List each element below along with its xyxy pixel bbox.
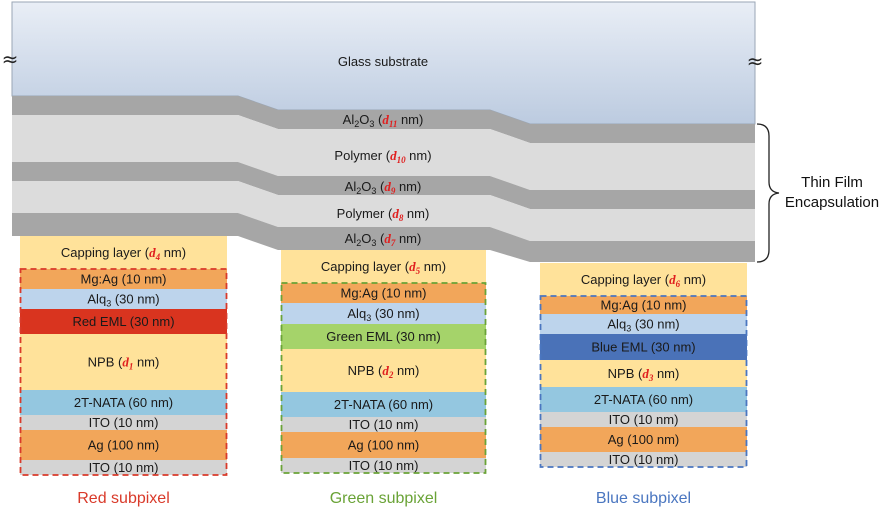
blue-capping-layer bbox=[540, 263, 747, 296]
green-ag-label: Ag (100 nm) bbox=[348, 438, 420, 453]
polymer-label-10: Polymer (d10 nm) bbox=[334, 148, 431, 165]
blue-eml-label: Blue EML (30 nm) bbox=[591, 340, 695, 355]
blue-subpixel-stack: Capping layer (d6 nm) Mg:Ag (10 nm) Alq3 (… bbox=[539, 263, 748, 507]
red-capping-layer bbox=[20, 236, 227, 269]
green-eml-label: Green EML (30 nm) bbox=[326, 329, 440, 344]
blue-eml-layer bbox=[540, 334, 747, 360]
al2o3-label-11: Al2O3 (d11 nm) bbox=[343, 112, 424, 129]
green-tnata-layer bbox=[281, 392, 486, 417]
green-alq3-layer bbox=[281, 303, 486, 324]
al2o3-label-9: Al2O3 (d9 nm) bbox=[345, 179, 422, 196]
red-subpixel-outline bbox=[19, 268, 228, 476]
green-ito-top-label: ITO (10 nm) bbox=[349, 417, 419, 432]
blue-subpixel-outline bbox=[539, 295, 748, 468]
red-ag-label: Ag (100 nm) bbox=[88, 438, 160, 453]
blue-npb-label: NPB (d3 nm) bbox=[608, 366, 680, 383]
red-ito-bottom-layer bbox=[20, 460, 227, 475]
red-alq3-layer bbox=[20, 289, 227, 309]
encapsulation-brace bbox=[756, 123, 780, 263]
red-tnata-label: 2T-NATA (60 nm) bbox=[74, 395, 173, 410]
blue-ito-top-label: ITO (10 nm) bbox=[609, 412, 679, 427]
red-eml-label: Red EML (30 nm) bbox=[72, 314, 174, 329]
red-mgag-layer bbox=[20, 269, 227, 289]
green-ito-top-layer bbox=[281, 417, 486, 432]
green-npb-layer bbox=[281, 349, 486, 392]
subpixel-stacks: Capping layer (d4 nm) Mg:Ag (10 nm) Alq3 (… bbox=[19, 236, 748, 507]
green-subpixel-stack: Capping layer (d5 nm) Mg:Ag (10 nm) Alq3 (… bbox=[280, 250, 487, 507]
red-npb-label: NPB (d1 nm) bbox=[88, 355, 160, 372]
green-alq3-label: Alq3 (30 nm) bbox=[347, 306, 419, 323]
red-mgag-label: Mg:Ag (10 nm) bbox=[81, 272, 167, 287]
thin-film-encapsulation: Al2O3 (d11 nm) Polymer (d10 nm) Al2O3 (d… bbox=[12, 96, 879, 263]
green-capping-label: Capping layer (d5 nm) bbox=[321, 259, 446, 276]
red-subpixel-caption: Red subpixel bbox=[77, 490, 170, 507]
blue-mgag-layer bbox=[540, 296, 747, 314]
blue-alq3-label: Alq3 (30 nm) bbox=[607, 317, 679, 334]
green-subpixel-outline bbox=[280, 282, 487, 474]
red-tnata-layer bbox=[20, 390, 227, 415]
green-ito-bottom-label: ITO (10 nm) bbox=[349, 458, 419, 473]
blue-tnata-label: 2T-NATA (60 nm) bbox=[594, 392, 693, 407]
blue-npb-layer bbox=[540, 360, 747, 387]
break-mark-left: ≈ bbox=[2, 47, 19, 71]
red-npb-layer bbox=[20, 334, 227, 390]
blue-alq3-layer bbox=[540, 314, 747, 334]
red-capping-label: Capping layer (d4 nm) bbox=[61, 245, 186, 262]
blue-ag-layer bbox=[540, 427, 747, 452]
blue-ag-label: Ag (100 nm) bbox=[608, 432, 680, 447]
encapsulation-label-line2: Encapsulation bbox=[785, 194, 879, 211]
al2o3-layer-11 bbox=[12, 96, 755, 143]
polymer-label-8: Polymer (d8 nm) bbox=[337, 206, 430, 223]
blue-ito-bottom-label: ITO (10 nm) bbox=[609, 452, 679, 467]
polymer-layer-10 bbox=[12, 115, 755, 190]
encapsulation-label-line1: Thin Film bbox=[801, 174, 863, 191]
red-ito-top-label: ITO (10 nm) bbox=[89, 415, 159, 430]
red-ag-layer bbox=[20, 430, 227, 460]
green-eml-layer bbox=[281, 324, 486, 349]
blue-mgag-label: Mg:Ag (10 nm) bbox=[601, 298, 687, 313]
polymer-layer-8 bbox=[12, 181, 755, 241]
red-ito-bottom-label: ITO (10 nm) bbox=[89, 460, 159, 475]
green-capping-layer bbox=[281, 250, 486, 283]
al2o3-layer-9 bbox=[12, 162, 755, 209]
green-mgag-label: Mg:Ag (10 nm) bbox=[341, 286, 427, 301]
red-alq3-label: Alq3 (30 nm) bbox=[87, 292, 159, 309]
al2o3-label-7: Al2O3 (d7 nm) bbox=[345, 231, 422, 248]
green-mgag-layer bbox=[281, 283, 486, 303]
blue-subpixel-caption: Blue subpixel bbox=[596, 490, 691, 507]
glass-substrate-label: Glass substrate bbox=[338, 54, 428, 69]
green-subpixel-caption: Green subpixel bbox=[330, 490, 438, 507]
green-tnata-label: 2T-NATA (60 nm) bbox=[334, 397, 433, 412]
blue-capping-label: Capping layer (d6 nm) bbox=[581, 272, 706, 289]
blue-ito-bottom-layer bbox=[540, 452, 747, 467]
green-npb-label: NPB (d2 nm) bbox=[348, 363, 420, 380]
red-ito-top-layer bbox=[20, 415, 227, 430]
green-ito-bottom-layer bbox=[281, 458, 486, 473]
break-mark-right: ≈ bbox=[747, 49, 764, 73]
green-ag-layer bbox=[281, 432, 486, 458]
red-eml-layer bbox=[20, 309, 227, 334]
al2o3-layer-7 bbox=[12, 213, 755, 262]
blue-ito-top-layer bbox=[540, 412, 747, 427]
red-subpixel-stack: Capping layer (d4 nm) Mg:Ag (10 nm) Alq3 (… bbox=[19, 236, 228, 507]
blue-tnata-layer bbox=[540, 387, 747, 412]
